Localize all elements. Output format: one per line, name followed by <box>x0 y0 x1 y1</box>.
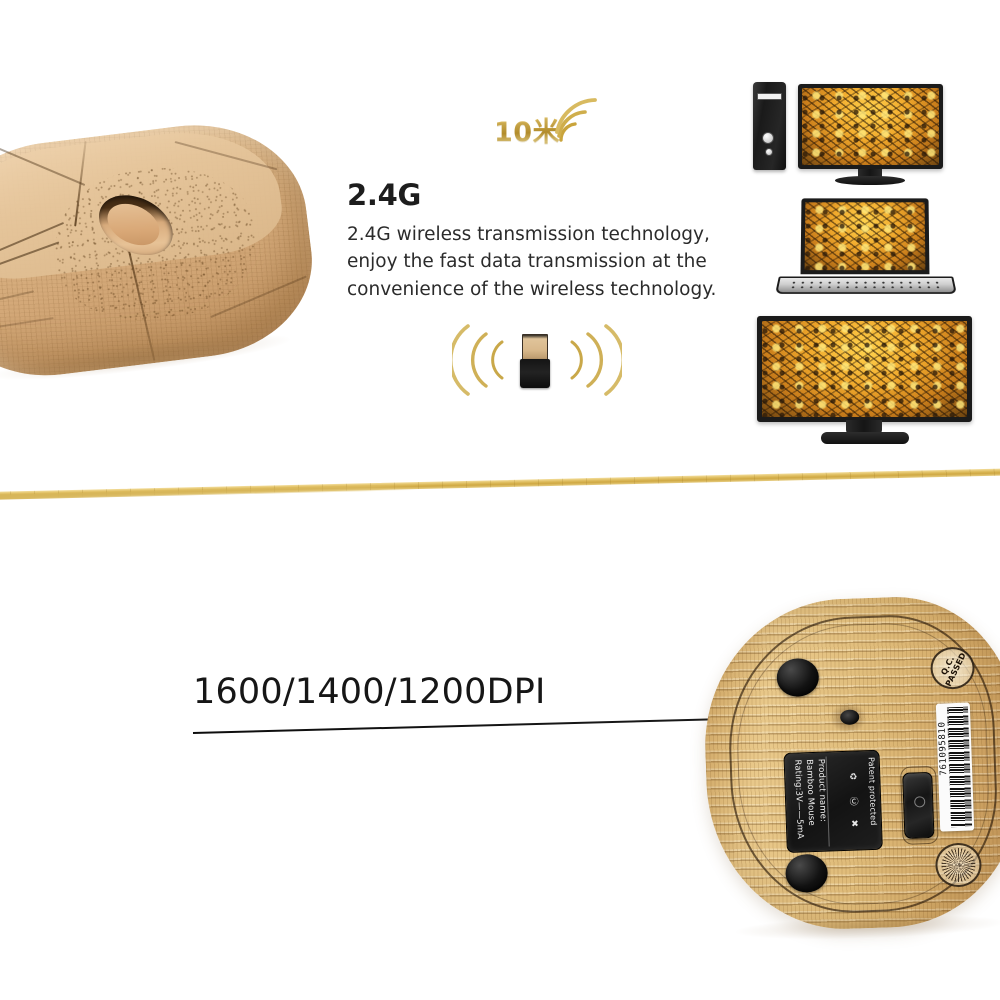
range-unit: 米 <box>532 117 561 148</box>
usb-receiver-group <box>452 316 632 404</box>
qc-seal-text: Q.C. PASSED <box>939 651 968 688</box>
display-stand-neck <box>846 420 882 434</box>
compatible-devices-group <box>735 78 995 458</box>
widescreen-display-illustration <box>751 316 986 451</box>
optical-drive-slot <box>757 93 782 100</box>
monitor-stand-base <box>835 176 905 185</box>
feature-text-block: 2.4G 2.4G wireless transmission technolo… <box>347 178 759 303</box>
usb-connector <box>522 334 548 360</box>
dpi-label: 1600/1400/1200DPI <box>193 672 546 712</box>
laptop-illustration <box>765 198 980 303</box>
inspection-seal <box>934 842 983 888</box>
wifi-signal-icon <box>555 98 597 142</box>
wireless-range-badge: 10米 <box>494 92 624 162</box>
mouse-drop-shadow <box>735 911 1000 943</box>
patent-text: Patent protected <box>866 756 879 826</box>
feature-title: 2.4G <box>347 178 421 212</box>
usb-plastic-body <box>520 359 550 388</box>
range-number: 10 <box>494 117 533 148</box>
power-button <box>762 132 774 144</box>
signal-waves-right-icon <box>570 324 622 396</box>
spec-label-text: Product name: Bamboo Mouse Rating:3V——5m… <box>792 758 828 840</box>
monitor-stand-neck <box>858 169 882 178</box>
laptop-keyboard-base <box>775 276 957 294</box>
barcode-sticker: 761095810 <box>935 702 975 832</box>
mouse-base-body: Product name: Bamboo Mouse Rating:3V——5m… <box>700 592 1000 934</box>
wallpaper-autumn-ginkgo <box>804 202 926 271</box>
wood-grain-line <box>0 290 35 313</box>
feature-description: 2.4G wireless transmission technology, e… <box>347 224 717 300</box>
display-stand-base <box>821 432 909 444</box>
product-spec-label: Product name: Bamboo Mouse Rating:3V——5m… <box>783 749 883 853</box>
bamboo-mouse-top-photo <box>0 69 360 465</box>
signal-waves-left-icon <box>452 324 504 396</box>
wallpaper-autumn-ginkgo <box>802 88 939 165</box>
bamboo-mouse-bottom-photo: Product name: Bamboo Mouse Rating:3V——5m… <box>700 592 1000 943</box>
display-screen <box>757 316 972 422</box>
desktop-computer-illustration <box>743 78 993 188</box>
top-feature-panel: 10米 2.4G 2.4G wireless transmission tech… <box>0 69 995 465</box>
reset-button <box>765 148 773 156</box>
pc-tower <box>753 82 786 170</box>
dpi-leader-line <box>192 717 741 734</box>
barcode-bars <box>946 706 973 828</box>
laptop-keys <box>788 280 944 289</box>
range-value: 10米 <box>494 110 560 149</box>
laptop-screen <box>800 198 930 275</box>
wood-grain-line <box>0 317 54 336</box>
bottom-feature-panel: 1600/1400/1200DPI Product name: Bamboo M… <box>0 500 1000 1000</box>
monitor-screen <box>798 84 943 169</box>
wallpaper-autumn-ginkgo <box>762 321 967 417</box>
usb-nano-receiver-icon <box>520 334 550 388</box>
